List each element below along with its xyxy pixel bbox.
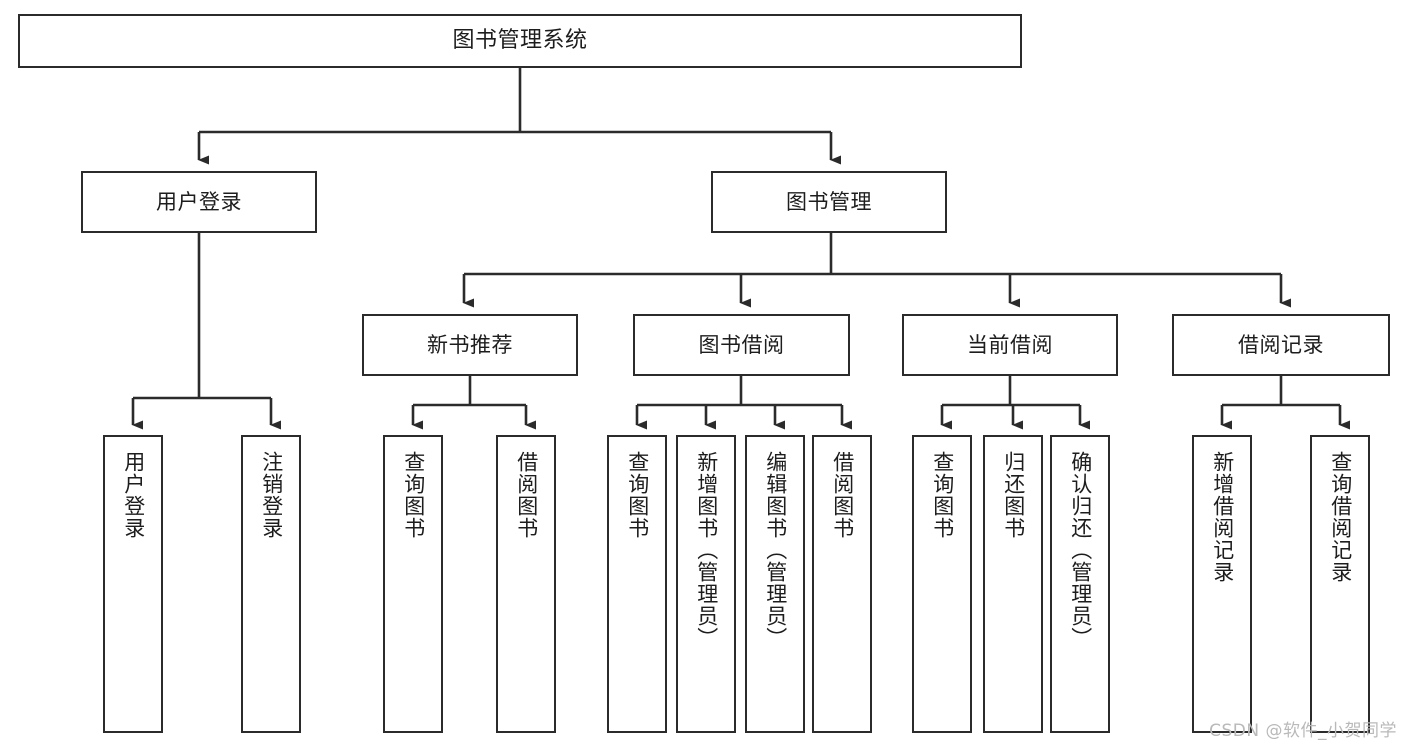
node-label: 图书借阅 (698, 332, 785, 357)
node-label: 借阅记录 (1238, 332, 1324, 357)
node-label: 注销登录 (259, 451, 284, 539)
node-label: 查询图书 (625, 451, 650, 539)
node-new-book-recommend[interactable]: 新书推荐 (362, 314, 578, 376)
node-label: 用户登录 (121, 451, 146, 539)
node-label: 归还图书 (1001, 451, 1026, 539)
leaf-current-borrow-return[interactable]: 归还图书 (983, 435, 1043, 733)
node-borrow-record[interactable]: 借阅记录 (1172, 314, 1390, 376)
leaf-current-borrow-confirm-return[interactable]: 确认归还（管理员） (1050, 435, 1110, 733)
node-book-management[interactable]: 图书管理 (711, 171, 947, 233)
leaf-new-book-borrow[interactable]: 借阅图书 (496, 435, 556, 733)
node-user-login[interactable]: 用户登录 (81, 171, 317, 233)
node-label: 借阅图书 (830, 451, 855, 539)
leaf-user-login-signin[interactable]: 用户登录 (103, 435, 163, 733)
node-book-borrow[interactable]: 图书借阅 (633, 314, 850, 376)
leaf-book-borrow-lend[interactable]: 借阅图书 (812, 435, 872, 733)
leaf-new-book-query[interactable]: 查询图书 (383, 435, 443, 733)
node-label: 图书管理 (786, 189, 872, 214)
node-label: 新增图书（管理员） (694, 451, 719, 649)
node-label: 新增借阅记录 (1210, 451, 1235, 583)
node-current-borrow[interactable]: 当前借阅 (902, 314, 1118, 376)
leaf-current-borrow-query[interactable]: 查询图书 (912, 435, 972, 733)
node-label: 图书管理系统 (452, 28, 588, 54)
node-label: 用户登录 (156, 189, 242, 214)
leaf-book-borrow-query[interactable]: 查询图书 (607, 435, 667, 733)
node-root-book-management-system[interactable]: 图书管理系统 (18, 14, 1022, 68)
node-label: 确认归还（管理员） (1068, 451, 1093, 649)
node-label: 查询图书 (930, 451, 955, 539)
node-label: 编辑图书（管理员） (763, 451, 788, 649)
leaf-user-login-signout[interactable]: 注销登录 (241, 435, 301, 733)
node-label: 查询借阅记录 (1328, 451, 1353, 583)
leaf-borrow-record-query[interactable]: 查询借阅记录 (1310, 435, 1370, 733)
node-label: 借阅图书 (514, 451, 539, 539)
leaf-borrow-record-add[interactable]: 新增借阅记录 (1192, 435, 1252, 733)
watermark: CSDN @软件_小贺同学 (1209, 721, 1397, 741)
node-label: 当前借阅 (967, 332, 1053, 357)
leaf-book-borrow-add[interactable]: 新增图书（管理员） (676, 435, 736, 733)
leaf-book-borrow-edit[interactable]: 编辑图书（管理员） (745, 435, 805, 733)
node-label: 查询图书 (401, 451, 426, 539)
node-label: 新书推荐 (427, 332, 513, 357)
